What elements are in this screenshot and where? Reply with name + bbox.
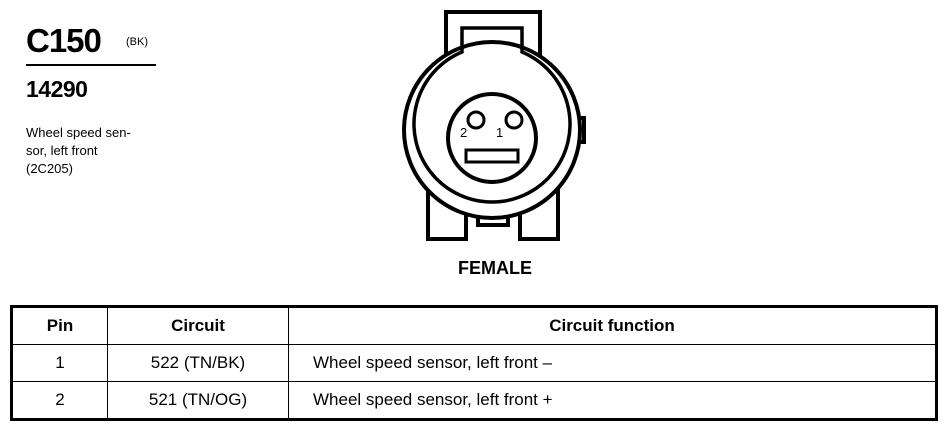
cell-pin: 2 — [11, 381, 108, 420]
part-number: 14290 — [26, 76, 88, 102]
table-header-row: Pin Circuit Circuit function — [11, 306, 937, 345]
table-row: 2 521 (TN/OG) Wheel speed sensor, left f… — [11, 381, 937, 420]
header-circuit: Circuit — [107, 306, 289, 345]
pin-1-cavity — [504, 110, 524, 130]
cell-circuit: 522 (TN/BK) — [107, 344, 289, 382]
header-pin: Pin — [11, 306, 108, 345]
cell-pin: 1 — [11, 344, 108, 382]
description-line: (2C205) — [26, 161, 73, 176]
description-line: sor, left front — [26, 143, 98, 158]
table-row: 1 522 (TN/BK) Wheel speed sensor, left f… — [11, 344, 937, 382]
description-line: Wheel speed sen- — [26, 125, 131, 140]
header-circuit-function: Circuit function — [288, 306, 937, 345]
pinout-table: Pin Circuit Circuit function 1 522 (TN/B… — [10, 305, 938, 421]
title-divider — [26, 64, 156, 66]
cell-function: Wheel speed sensor, left front + — [288, 381, 937, 420]
pin-2-cavity — [466, 110, 486, 130]
keying-slot — [464, 148, 520, 164]
connector-id: C150 — [26, 22, 102, 59]
connector-housing-top — [444, 10, 542, 72]
connector-gender-label: FEMALE — [458, 258, 532, 278]
cell-circuit: 521 (TN/OG) — [107, 381, 289, 420]
connector-face-diagram: 2 1 — [402, 10, 586, 241]
connector-color: (BK) — [126, 36, 148, 48]
cell-function: Wheel speed sensor, left front – — [288, 344, 937, 382]
pin-label-2: 2 — [460, 125, 467, 140]
connector-inner-shell — [412, 26, 572, 204]
pin-label-1: 1 — [496, 125, 503, 140]
